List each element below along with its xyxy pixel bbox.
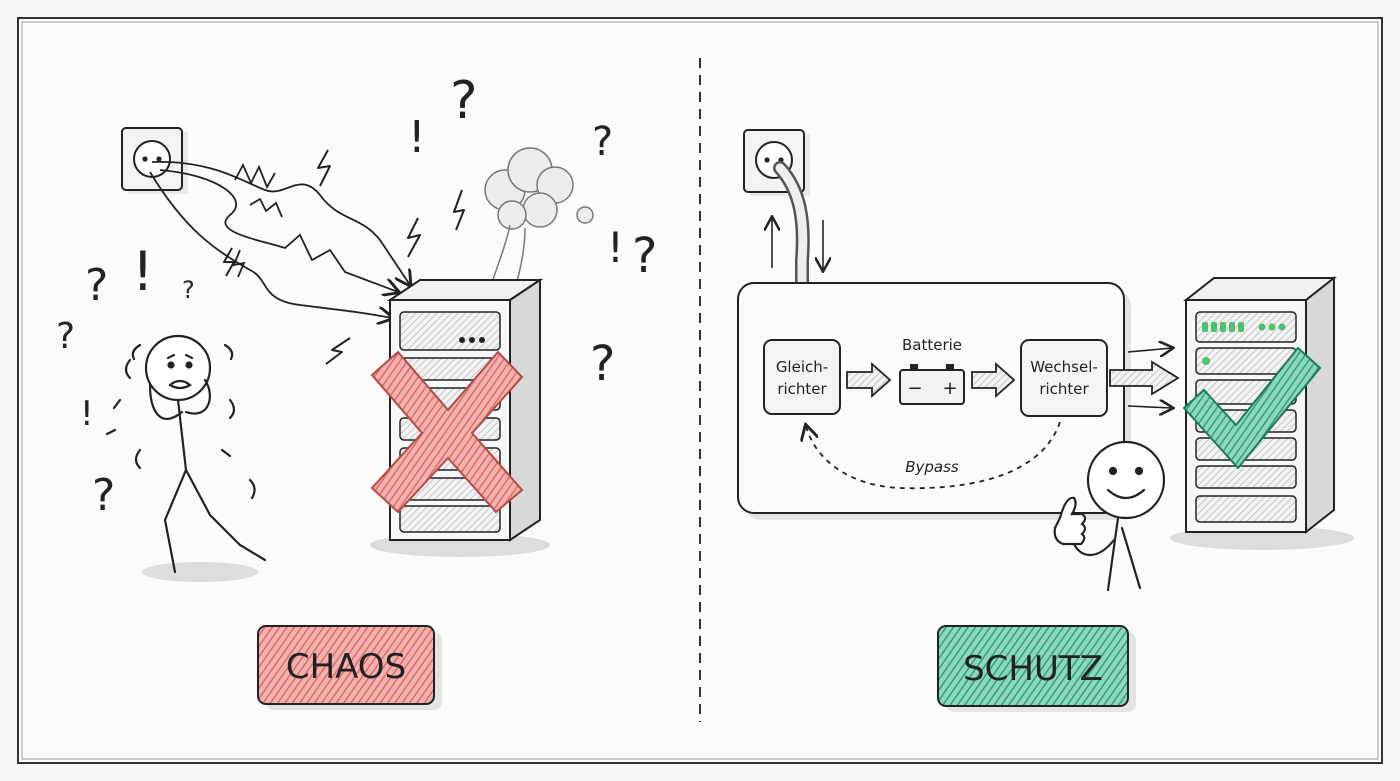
inverter-label-1: Wechsel- xyxy=(1030,358,1098,376)
right-panel: Gleich- richter Batterie − + Wechsel- ri… xyxy=(737,129,1354,712)
chaos-badge: CHAOS xyxy=(257,625,442,710)
question-mark: ? xyxy=(182,276,195,304)
battery-minus: − xyxy=(907,378,922,399)
inverter-box: Wechsel- richter xyxy=(1020,339,1108,417)
schutz-label: SCHUTZ xyxy=(963,649,1103,689)
bypass-label: Bypass xyxy=(905,458,959,476)
question-mark: ? xyxy=(592,119,613,165)
flow-arrows xyxy=(772,218,823,270)
battery-icon: Batterie − + xyxy=(899,336,965,405)
rectifier-label-2: richter xyxy=(777,380,827,398)
question-mark: ? xyxy=(92,470,115,521)
arrow-to-inverter xyxy=(971,361,1016,399)
rectifier-box: Gleich- richter xyxy=(763,339,841,415)
chaos-label: CHAOS xyxy=(286,647,406,687)
happy-person xyxy=(1053,440,1166,592)
question-mark: ? xyxy=(632,228,657,284)
exclamation-mark: ! xyxy=(132,240,154,303)
schutz-badge: SCHUTZ xyxy=(937,625,1136,712)
power-outlet-icon xyxy=(121,127,188,194)
rectifier-label-1: Gleich- xyxy=(776,358,828,376)
chaotic-cables xyxy=(149,161,410,318)
question-mark: ? xyxy=(56,316,75,357)
confusion-marks: ? ! ? ? ! ? ! ? ? ? ! ? xyxy=(56,71,657,521)
exclamation-mark: ! xyxy=(607,223,624,272)
stressed-person xyxy=(105,334,267,582)
arrow-to-battery xyxy=(846,361,892,399)
battery-plus: + xyxy=(942,378,957,399)
x-mark-icon xyxy=(370,350,524,514)
lightning-icon xyxy=(223,149,465,365)
left-panel: ? ! ? ? ! ? ! ? ? ? ! ? xyxy=(56,71,657,710)
question-mark: ? xyxy=(85,260,108,311)
question-mark: ? xyxy=(590,336,615,392)
exclamation-mark: ! xyxy=(80,394,94,434)
battery-label: Batterie xyxy=(902,336,962,354)
question-mark: ? xyxy=(450,71,478,131)
status-leds xyxy=(1202,322,1286,365)
smoke-cloud-icon xyxy=(484,147,594,291)
bypass-path: Bypass xyxy=(806,422,1061,490)
checkmark-icon xyxy=(1182,346,1322,470)
output-arrows xyxy=(1109,348,1180,408)
inverter-label-2: richter xyxy=(1039,380,1089,398)
exclamation-mark: ! xyxy=(408,112,426,163)
